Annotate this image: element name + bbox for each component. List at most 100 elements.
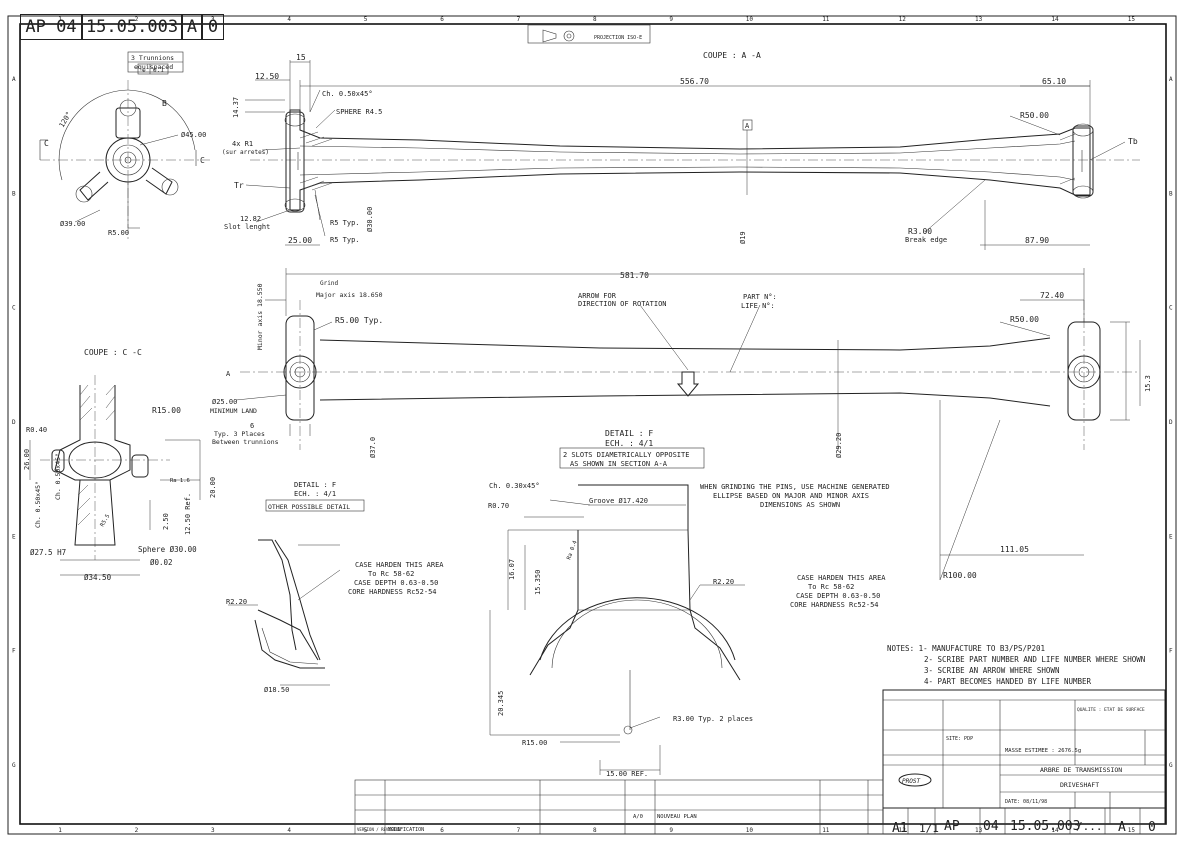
dim-72-40: 72.40 <box>1040 291 1064 300</box>
note-4: 4- PART BECOMES HANDED BY LIFE NUMBER <box>924 677 1092 686</box>
label-c-left: C <box>44 139 49 148</box>
life-number-label: LIFE N°: <box>741 302 775 310</box>
dim-15-3: 15.3 <box>1144 375 1152 392</box>
detail-f-alt-r2: R2.20 <box>226 598 247 606</box>
zone-number: 3 <box>211 16 215 23</box>
case-note-1-line-2: To Rc 58-62 <box>368 570 414 578</box>
surface-label: QUALITE : ETAT DE SURFACE <box>1077 707 1145 713</box>
zone-number: 8 <box>593 16 597 23</box>
arrow-note-2: DIRECTION OF ROTATION <box>578 300 667 308</box>
border-zone-numbers: 1122334455667788991010111112121313141415… <box>58 16 1135 834</box>
section-cc-title: COUPE : C -C <box>84 348 142 357</box>
detail-f-groove: Groove Ø17.420 <box>589 497 648 505</box>
zone-number: 5 <box>364 827 368 834</box>
detail-f-alt-d18: Ø18.50 <box>264 686 289 694</box>
roughness-1-6: Ra 1.6 <box>170 478 190 484</box>
dim-r100: R100.00 <box>943 571 977 580</box>
header-rev-a: A <box>182 14 202 40</box>
detail-f-r2-2: R2.20 <box>713 578 734 586</box>
tb-page: /... <box>1076 820 1103 833</box>
section-aa-shaft: 12.50 15 556.70 65.10 Ch. 0.50x45° SPHER… <box>222 53 1140 250</box>
dim-r5-typ-2: R5 Typ. <box>330 236 360 244</box>
dim-chamfer: Ch. 0.50x45° <box>322 90 373 98</box>
dim-d19: Ø19 <box>739 231 747 244</box>
zone-letter: B <box>1169 190 1173 197</box>
dim-2-50: 2.50 <box>162 513 170 530</box>
angle-120: 120° <box>58 110 73 129</box>
dim-r0-40: R0.40 <box>26 426 47 434</box>
header-plan: AP 04 <box>20 14 82 40</box>
detail-f-main: DETAIL : F ECH. : 4/1 2 SLOTS DIAMETRICA… <box>488 429 753 778</box>
zone-letter: F <box>1169 648 1173 655</box>
trunnion-note-2: equispaced <box>134 63 173 71</box>
dim-ch-1: Ch. 0.50x45° <box>54 453 62 500</box>
zone-number: 11 <box>822 16 830 23</box>
dim-d39: Ø39.00 <box>60 220 85 228</box>
title-fr: ARBRE DE TRANSMISSION <box>1040 766 1122 774</box>
zone-number: 2 <box>135 827 139 834</box>
zone-number: 7 <box>517 827 521 834</box>
label-minimum-land: MINIMUM LAND <box>210 407 257 415</box>
label-grind: Grind <box>320 280 338 287</box>
dim-d29-20: Ø29.20 <box>835 433 843 458</box>
zone-letter: F <box>12 648 16 655</box>
rev-modification-header: MODIFICATION <box>388 827 424 833</box>
case-note-2-line-2: To Rc 58-62 <box>808 583 854 591</box>
dim-d37: Ø37.0 <box>369 437 377 458</box>
detail-f-alt-scale: ECH. : 4/1 <box>294 490 336 498</box>
zone-number: 2 <box>135 16 139 23</box>
dim-r5-typ-1: R5 Typ. <box>330 219 360 227</box>
dim-d45: Ø45.00 <box>181 131 206 139</box>
dim-20: 20.00 <box>209 477 217 498</box>
right-dimensions: 111.05 R100.00 <box>939 400 1084 581</box>
case-note-2-line-3: CASE DEPTH 0.63-0.50 <box>796 592 880 600</box>
detail-f-20-345: 20.345 <box>497 691 505 716</box>
dim-12-82: 12.82 <box>240 215 261 223</box>
case-note-2-line-1: CASE HARDEN THIS AREA <box>797 574 886 582</box>
zone-number: 10 <box>746 827 754 834</box>
dim-r5-typ: R5.00 Typ. <box>335 316 383 325</box>
label-tb: Tb <box>1128 137 1138 146</box>
part-number-label: PART N°: <box>743 293 777 301</box>
side-view-shaft: 581.70 Grind Major axis 18.650 Minor axi… <box>210 268 1152 458</box>
dim-r50: R50.00 <box>1020 111 1049 120</box>
zone-number: 10 <box>746 16 754 23</box>
tb-number: 15.05.003 <box>1010 819 1080 834</box>
section-aa-title: COUPE : A -A <box>703 51 761 60</box>
dim-65-10: 65.10 <box>1042 77 1066 86</box>
trunnion-note-1: 3 Trunnions <box>131 54 174 62</box>
zone-number: 12 <box>899 16 907 23</box>
detail-f-roughness: Ra 0.4 <box>566 539 579 560</box>
zone-letter: E <box>1169 533 1173 540</box>
date-label: DATE: 08/11/98 <box>1005 799 1047 805</box>
zone-letter: G <box>1169 762 1173 769</box>
revision-table: A/0 NOUVEAU PLAN MODIFICATION VERSION / … <box>354 779 884 835</box>
dim-12-50-ref: 12.50 Ref. <box>184 493 192 535</box>
tb-plan: AP <box>944 819 960 834</box>
mass-label: MASSE ESTIMEE : 2676.5g <box>1005 748 1081 754</box>
zone-number: 9 <box>669 827 673 834</box>
zone-number: 15 <box>1128 16 1136 23</box>
note-3: 3- SCRIBE AN ARROW WHERE SHOWN <box>924 666 1059 675</box>
dim-break-edge: Break edge <box>905 236 947 244</box>
zone-number: 4 <box>287 16 291 23</box>
dim-4xr1: 4x R1 <box>232 140 253 148</box>
label-tr: Tr <box>234 181 244 190</box>
dim-25: 25.00 <box>288 236 312 245</box>
projection-label: PROJECTION ISO-E <box>594 35 642 41</box>
zone-number: 15 <box>1128 827 1136 834</box>
zone-number: 4 <box>287 827 291 834</box>
zone-number: 13 <box>975 16 983 23</box>
tb-format: A1 <box>892 821 908 836</box>
projection-symbol: PROJECTION ISO-E <box>527 24 651 44</box>
zone-letter: A <box>12 76 16 83</box>
case-note-1-line-1: CASE HARDEN THIS AREA <box>355 561 444 569</box>
zone-letter: D <box>12 419 16 426</box>
dim-14-37: 14.37 <box>232 97 240 118</box>
zone-number: 6 <box>440 16 444 23</box>
case-note-1-line-4: CORE HARDNESS Rc52-54 <box>348 588 437 596</box>
zone-letter: C <box>12 305 16 312</box>
detail-f-r15: R15.00 <box>522 739 547 747</box>
tb-rev-a: A <box>1118 820 1126 835</box>
